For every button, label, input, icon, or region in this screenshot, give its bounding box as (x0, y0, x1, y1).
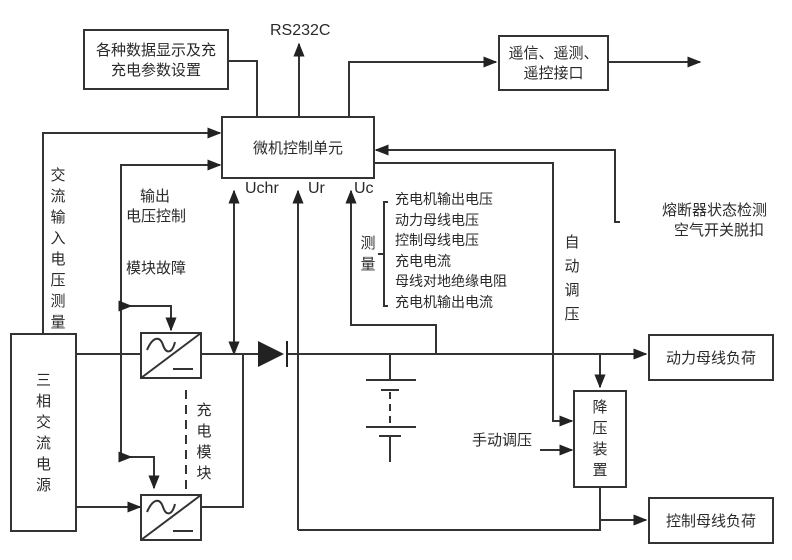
remote-interface-label: 遥信、遥测、遥控接口 (508, 44, 599, 82)
module1-control-line (121, 305, 177, 332)
mcu-block: 微机控制单元 (221, 116, 375, 179)
measurement-item: 充电机输出电流 (395, 294, 493, 311)
control-bus-load-label: 控制母线负荷 (665, 511, 756, 530)
fuse-to-mcu-line (374, 144, 620, 223)
measure-bracket (383, 201, 388, 307)
charger-module-2 (140, 494, 202, 541)
mcu-label: 微机控制单元 (252, 138, 343, 157)
remote-interface-block: 遥信、遥测、遥控接口 (498, 35, 609, 91)
charger-module-1 (140, 332, 202, 379)
output-label: 输出 (140, 187, 171, 205)
measurement-item: 动力母线电压 (395, 212, 479, 229)
measurement-list: 充电机输出电压 动力母线电压 控制母线电压 充电电流 母线对地绝缘电阻 充电机输… (395, 190, 507, 313)
step-down-label: 降压装置 (592, 398, 608, 479)
ac-input-measure-label: 交流输入电压测量 (50, 166, 66, 331)
measurement-item: 控制母线电压 (395, 233, 479, 249)
measurement-item: 充电机输出电压 (395, 192, 493, 208)
three-phase-ac-label: 三相交流电源 (35, 370, 51, 494)
power-bus-load-block: 动力母线负荷 (648, 334, 774, 381)
control-bus-load-block: 控制母线负荷 (648, 497, 774, 544)
measure-label: 测量 (360, 234, 376, 273)
voltage-control-line (120, 159, 222, 457)
step-down-block: 降压装置 (573, 390, 627, 488)
ur-label: Ur (308, 180, 325, 197)
module2-control-line (121, 456, 160, 490)
module-fault-label: 模块故障 (126, 259, 187, 277)
ac-measure-line (42, 127, 222, 333)
display-settings-block: 各种数据显示及充充电参数设置 (83, 29, 229, 90)
measurement-item: 充电电流 (395, 253, 451, 270)
display-settings-label: 各种数据显示及充充电参数设置 (95, 40, 216, 79)
voltage-control-label: 电压控制 (126, 207, 187, 225)
power-bus-load-label: 动力母线负荷 (665, 348, 756, 367)
module2-out-line (201, 354, 244, 508)
measurement-item: 母线对地绝缘电阻 (395, 274, 507, 290)
uc-label: Uc (354, 180, 374, 197)
auto-regulation-line (373, 162, 574, 427)
fuse-detection-label: 熔断器状态检测 (662, 201, 768, 219)
rs232c-label: RS232C (270, 22, 331, 39)
diode-icon (258, 341, 284, 367)
mcu-to-remote-line (348, 56, 498, 117)
display-to-mcu-line (228, 60, 258, 117)
uchr-label: Uchr (245, 180, 279, 197)
auto-regulation-label: 自动调压 (564, 233, 580, 323)
three-phase-ac-block: 三相交流电源 (10, 333, 77, 532)
charging-module-label: 充电模块 (196, 401, 212, 482)
air-switch-trip-label: 空气开关脱扣 (674, 221, 765, 239)
manual-regulation-label: 手动调压 (472, 431, 533, 449)
uc-line (345, 189, 437, 354)
